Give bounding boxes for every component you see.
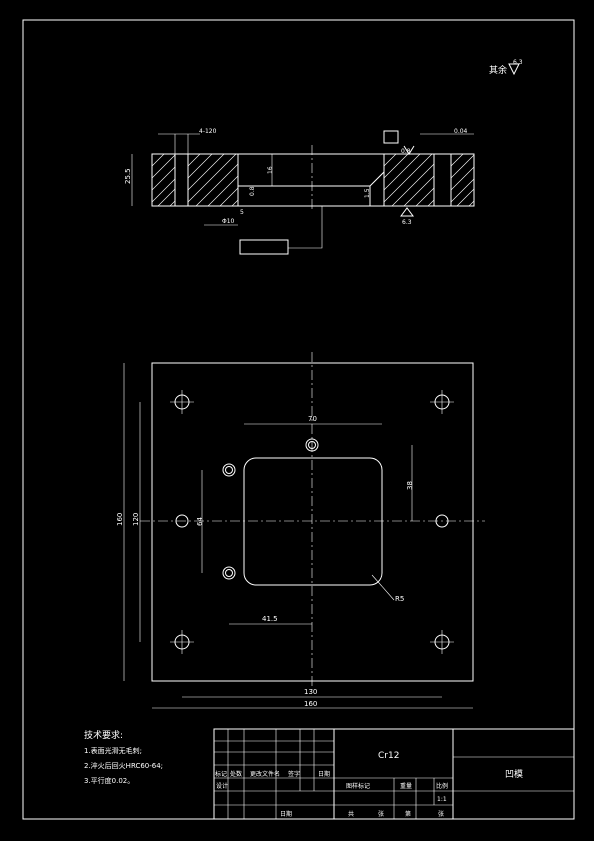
- rev-header-file: 更改文件名: [250, 770, 280, 778]
- rev-header-mark: 标记: [215, 770, 227, 778]
- finish-bottom: 6.3: [402, 219, 412, 226]
- material: Cr12: [378, 751, 399, 761]
- scale: 1:1: [437, 796, 447, 803]
- title-block: 标记 处数 更改文件名 签字 日期 设计 日期 Cr12 凹模 图样标记 重量 …: [213, 728, 575, 820]
- dim-radius: R5: [395, 595, 404, 603]
- tech-item-1: 1.表面光滑无毛刺;: [84, 746, 142, 755]
- dim-cavity-width: 70: [308, 415, 317, 423]
- role-date: 日期: [280, 810, 292, 818]
- finish-top-2: 0.04: [454, 128, 468, 135]
- surface-finish-value: 6.3: [513, 59, 523, 66]
- dim-chamfer: 1.5: [364, 188, 371, 198]
- dim-top-small: 4-120: [199, 128, 217, 135]
- sheet-total-unit: 张: [378, 810, 384, 818]
- sheet-border: [22, 19, 575, 820]
- dim-angle: 5: [240, 209, 244, 216]
- dim-outer-width: 160: [304, 700, 317, 708]
- sheet-current-label: 第: [405, 810, 411, 818]
- section-view: 25.5 4-120 16 0.8 Φ10 5 1.5 0.8 0.04 6.3: [124, 128, 475, 255]
- tech-title: 技术要求:: [84, 729, 123, 741]
- tech-requirements: 技术要求: 1.表面光滑无毛刺; 2.淬火后回火HRC60-64; 3.平行度0…: [84, 729, 163, 785]
- dim-depth: 16: [267, 166, 274, 174]
- finish-top-1: 0.8: [401, 148, 411, 155]
- rev-header-count: 处数: [230, 770, 242, 778]
- rev-header-sign: 签字: [288, 770, 300, 778]
- dim-left-hole-span: 64: [196, 517, 204, 526]
- dim-offset: 41.5: [262, 615, 278, 623]
- stage-scale: 比例: [436, 782, 448, 790]
- dim-outer-height: 160: [116, 513, 124, 526]
- role-design: 设计: [216, 782, 228, 790]
- dim-cavity-height: 38: [406, 481, 414, 490]
- dim-height-left: 25.5: [124, 168, 132, 184]
- surface-finish-label: 其余: [489, 64, 507, 76]
- sheet-current-unit: 张: [438, 810, 444, 818]
- sheet-total-label: 共: [348, 810, 354, 818]
- stage-mark: 图样标记: [346, 782, 370, 790]
- tech-item-3: 3.平行度0.02。: [84, 776, 134, 785]
- tech-item-2: 2.淬火后回火HRC60-64;: [84, 761, 163, 770]
- rev-header-date: 日期: [318, 770, 330, 778]
- dim-inner-height: 120: [132, 513, 140, 526]
- part-name: 凹模: [505, 769, 523, 780]
- surface-finish-note: 其余 6.3: [489, 59, 523, 76]
- dim-hole-span-width: 130: [304, 688, 317, 696]
- dim-step: 0.8: [249, 186, 256, 196]
- plan-view: 160 120 64 70 38 41.5 R5 130 160: [116, 352, 485, 709]
- dim-bottom-left: Φ10: [222, 218, 235, 225]
- stage-weight: 重量: [400, 782, 412, 790]
